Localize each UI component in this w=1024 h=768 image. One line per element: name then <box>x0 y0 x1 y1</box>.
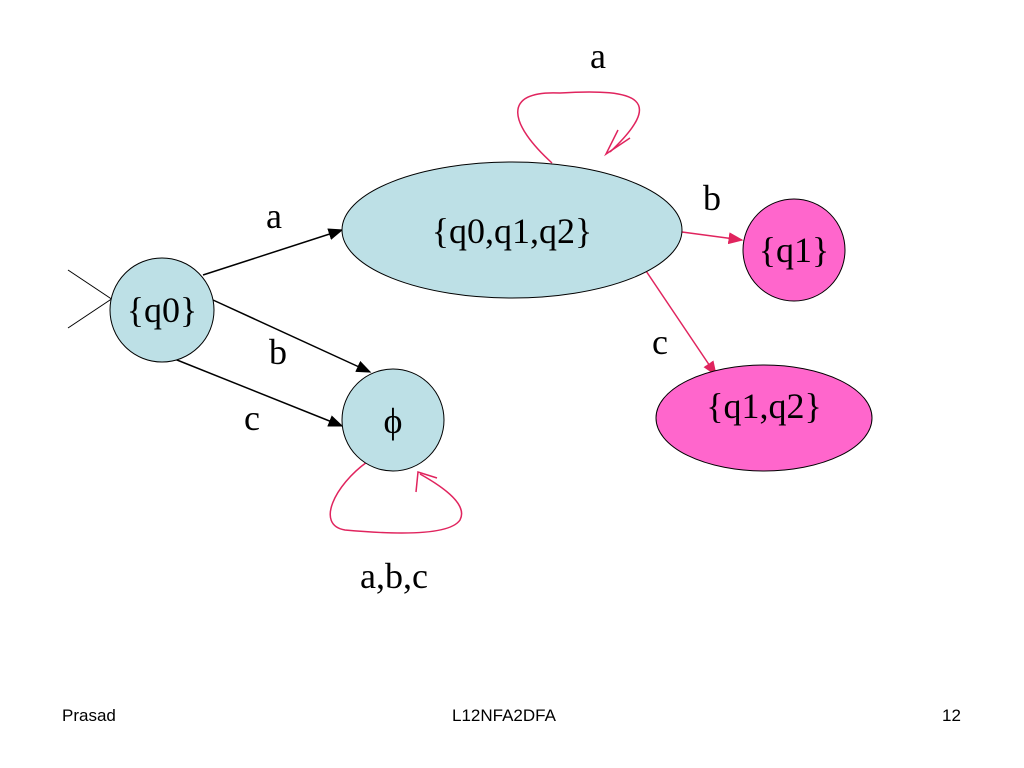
state-q0q1q2-label: {q0,q1,q2} <box>432 211 593 251</box>
self-loop-phi <box>329 461 463 534</box>
state-q1-label: {q1} <box>759 230 830 270</box>
state-q1q2: {q1,q2} <box>655 364 873 472</box>
edge-label-q0-to-phi-b: b <box>269 332 287 372</box>
state-q0q1q2: {q0,q1,q2} <box>341 161 683 299</box>
footer-title: L12NFA2DFA <box>452 706 556 725</box>
state-q0: {q0} <box>109 257 215 363</box>
edge-q0-to-phi-b <box>212 299 372 373</box>
state-q1: {q1} <box>742 198 846 302</box>
edge-label-phi-self: a,b,c <box>360 556 428 596</box>
state-phi-label: ϕ <box>384 401 403 441</box>
state-q1q2-label: {q1,q2} <box>706 386 822 426</box>
edge-label-q0-to-q0q1q2: a <box>266 196 282 236</box>
edge-q0q1q2-to-q1 <box>681 231 744 245</box>
edge-label-q0q1q2-to-q1: b <box>703 178 721 218</box>
edge-label-q0q1q2-to-q1q2: c <box>652 322 668 362</box>
edge-label-q0q1q2-self: a <box>590 36 606 76</box>
edge-q0-to-phi-c <box>171 357 344 427</box>
footer-page-number: 12 <box>942 706 961 725</box>
state-q0-label: {q0} <box>127 290 198 330</box>
self-loop-phi-arrowhead <box>415 471 438 493</box>
footer-author: Prasad <box>62 706 116 725</box>
start-marker <box>67 269 114 329</box>
edge-q0q1q2-to-q1q2 <box>639 261 717 377</box>
state-phi: ϕ <box>341 368 445 472</box>
self-loop-q0q1q2 <box>517 91 641 164</box>
self-loop-q0q1q2-arrowhead <box>604 129 631 157</box>
edge-label-q0-to-phi-c: c <box>244 398 260 438</box>
edge-q0-to-q0q1q2 <box>202 228 344 276</box>
